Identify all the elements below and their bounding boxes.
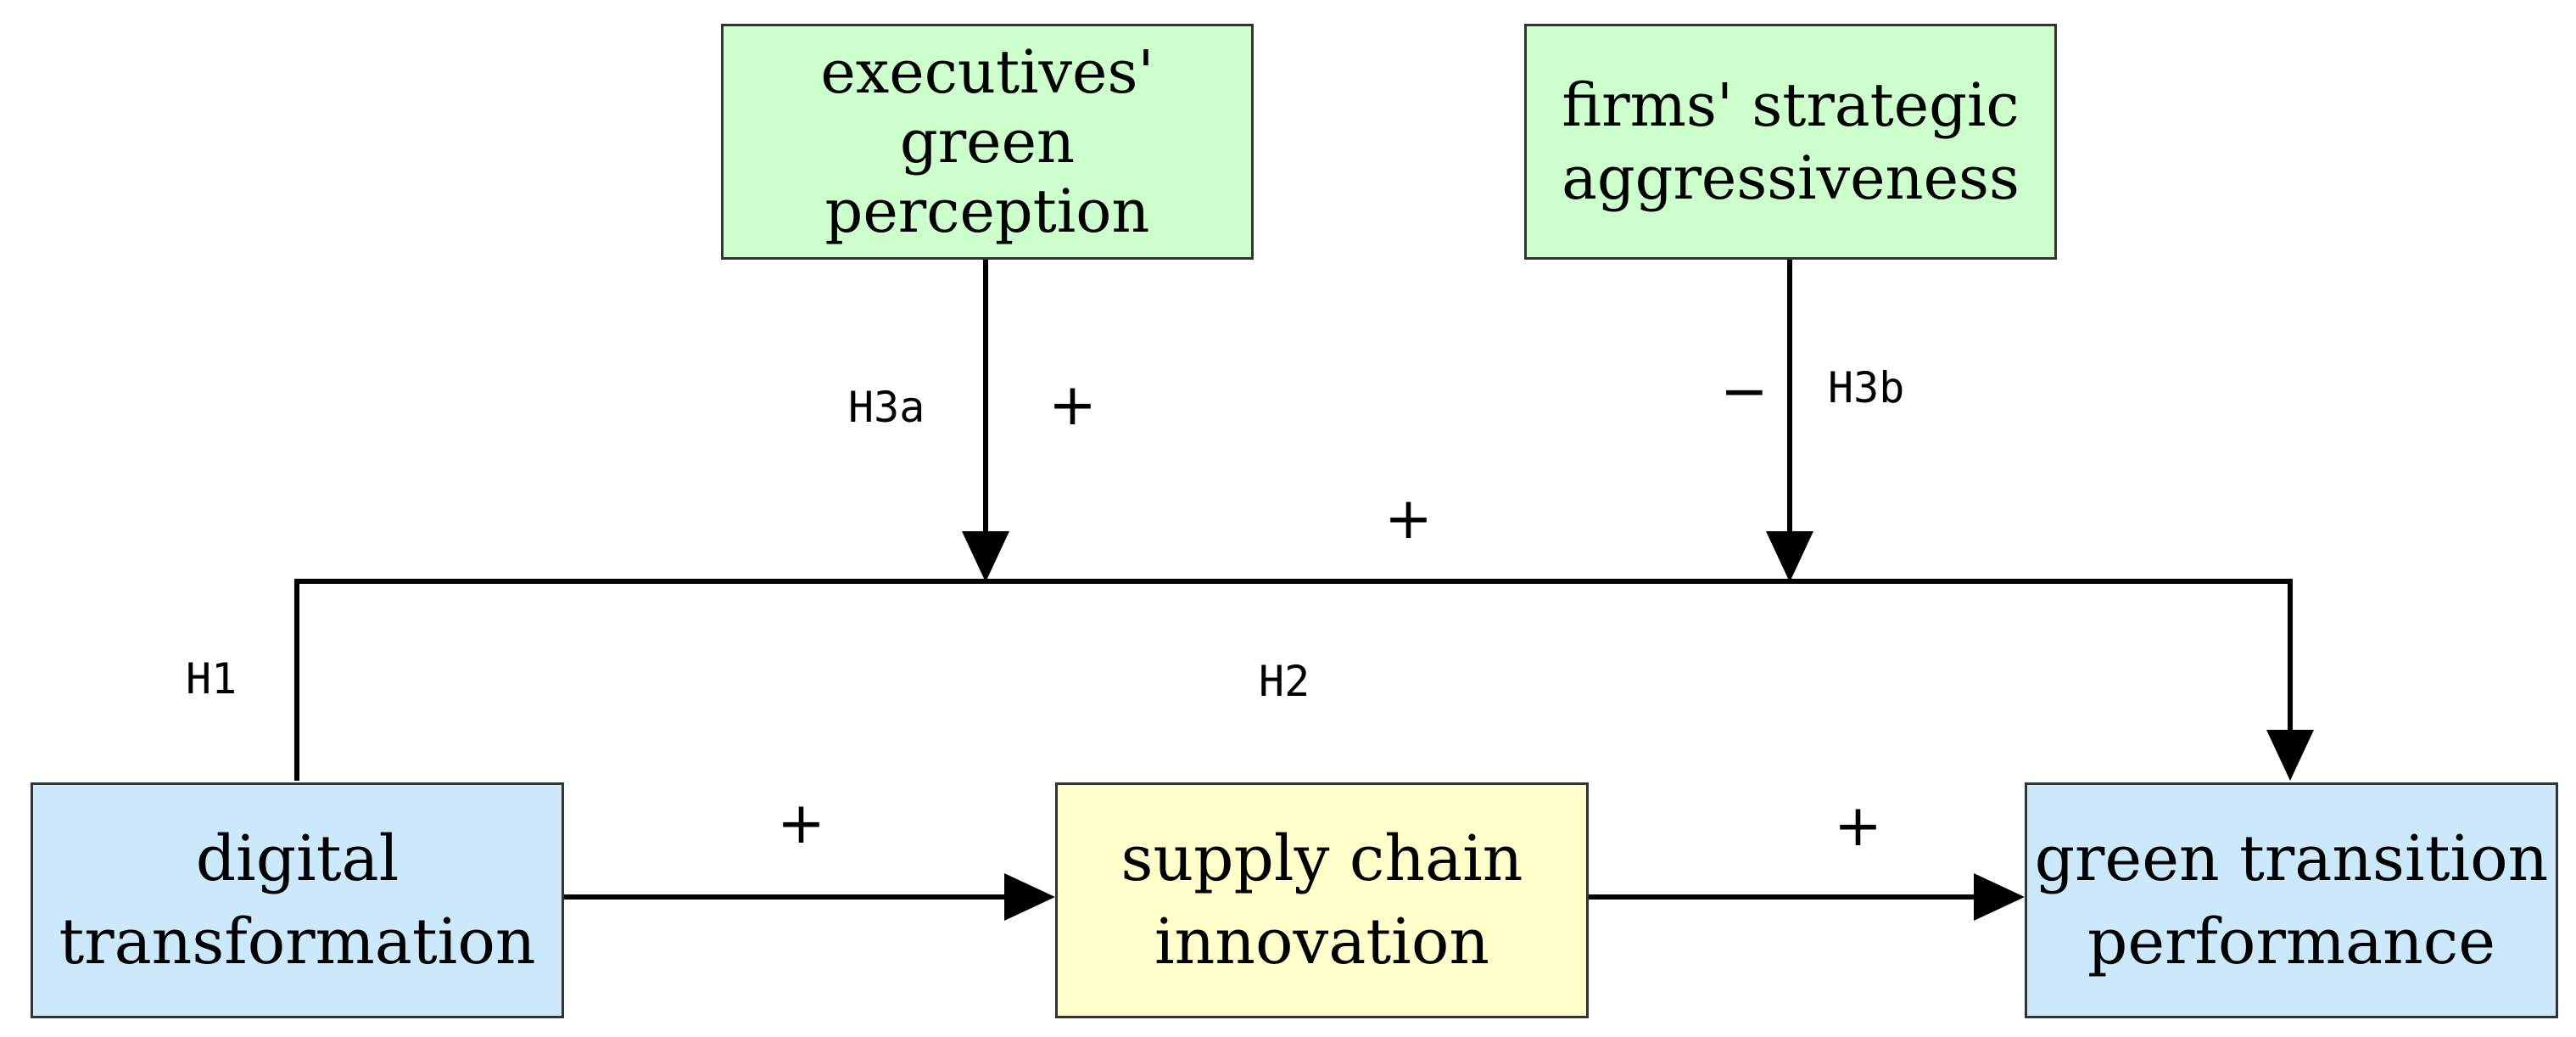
node-digital-text: digital transformation (59, 817, 535, 984)
node-green-transition-performance: green transition performance (2025, 782, 2558, 1018)
sign-h3a: + (1048, 372, 1097, 439)
node-supply-line-2: innovation (1154, 905, 1490, 978)
node-executives-green-perception: executives' green perception (721, 24, 1254, 260)
sign-h3b: − (1720, 358, 1769, 425)
label-h1: H1 (186, 654, 237, 703)
node-strategic-text: firms' strategic aggressiveness (1562, 69, 2020, 215)
label-h2: H2 (1259, 657, 1310, 706)
node-supply-text: supply chain innovation (1121, 817, 1523, 984)
node-green-transition-line-2: performance (2087, 905, 2496, 978)
sign-dt-to-sci: + (777, 790, 825, 857)
node-green-transition-text: green transition performance (2035, 817, 2549, 984)
node-supply-chain-innovation: supply chain innovation (1055, 782, 1589, 1018)
node-executives-line-2: green (899, 107, 1076, 177)
node-supply-line-1: supply chain (1120, 822, 1523, 895)
h3b-arrowhead (1766, 531, 1813, 582)
node-strategic-line-2: aggressiveness (1562, 143, 2020, 213)
label-h3a: H3a (848, 383, 925, 432)
node-digital-transformation: digital transformation (31, 782, 564, 1018)
node-executives-text: executives' green perception (820, 37, 1154, 246)
node-green-transition-line-1: green transition (2034, 822, 2549, 895)
node-digital-line-1: digital (195, 822, 400, 895)
node-strategic-line-1: firms' strategic (1562, 70, 2020, 140)
node-strategic-aggressiveness: firms' strategic aggressiveness (1524, 24, 2057, 260)
dt-to-sci-arrowhead (1004, 873, 1055, 921)
sign-h1-path: + (1384, 485, 1433, 552)
h1-path-line (294, 579, 2290, 781)
node-executives-line-1: executives' (820, 37, 1154, 107)
h3a-arrowhead (962, 531, 1009, 582)
sign-sci-to-gtp: + (1834, 793, 1882, 860)
h1-path-arrowhead (2266, 730, 2314, 781)
label-h3b: H3b (1828, 363, 1905, 412)
node-digital-line-2: transformation (59, 905, 536, 978)
node-executives-line-3: perception (824, 177, 1150, 246)
sci-to-gtp-arrowhead (1974, 873, 2025, 921)
